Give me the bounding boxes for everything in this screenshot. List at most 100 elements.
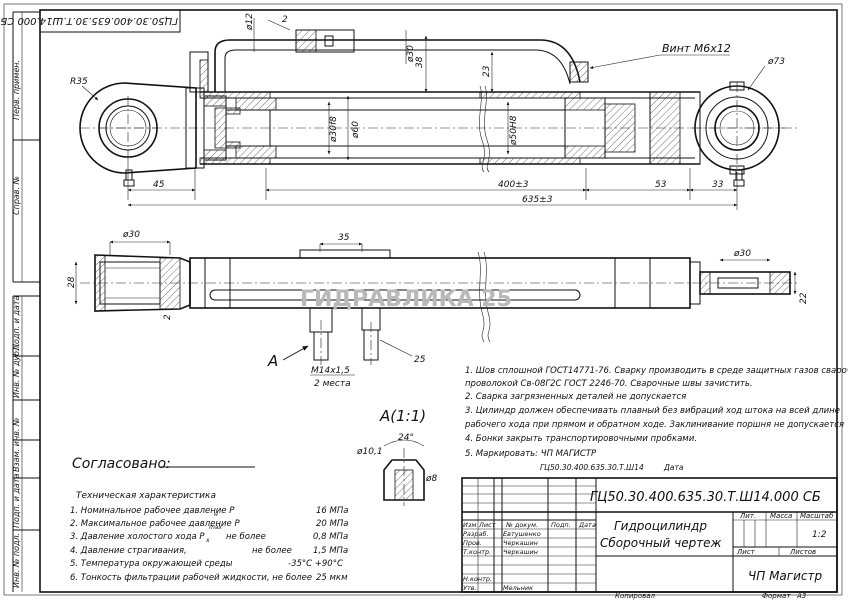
spec-value: 1,5 МПа [313, 546, 348, 556]
margin-label-6: Инв. № подл. [12, 533, 21, 588]
front-dimensions: ø30 28 35 2 ø30 22 25 А М14х1,5 2 места [67, 230, 809, 389]
marking-date: Дата [663, 463, 684, 472]
technical-notes: 1. Шов сплошной ГОСТ14771-76. Сварку про… [464, 366, 848, 472]
dim-d60: ø60 [351, 121, 361, 139]
role-name-0: Евтушенко [503, 530, 541, 538]
dim-25: 25 [414, 355, 426, 365]
dim-angle24: 24° [398, 433, 414, 443]
role-name-1: Черкашин [503, 539, 538, 547]
dim-28: 28 [67, 276, 77, 288]
note-2: 2. Сварка загрязненных деталей не допуск… [465, 392, 686, 402]
col-doc: № докум. [505, 521, 538, 529]
dim-d50h8: ø50Н8 [509, 115, 519, 146]
spec-sub: max [209, 524, 223, 531]
col-izm: Изм [463, 521, 476, 529]
role-5: Утв. [463, 584, 477, 592]
dim-33: 33 [712, 180, 724, 190]
spec-row: 1. Номинальное рабочее давление Р н 16 М… [70, 506, 348, 518]
dim-d12: ø12 [245, 13, 255, 31]
margin-label-2: Подп. и дата [12, 295, 21, 350]
spec-sub: х [205, 537, 210, 544]
dim-2-top: 2 [282, 15, 288, 25]
port-label: М14х1,5 [311, 366, 350, 376]
note-4: рабочего хода при прямом и обратном ходе… [464, 420, 844, 430]
copied-label: Копировал [615, 592, 656, 600]
sheets-label: Листов [789, 548, 816, 556]
spec-row: 6. Тонкость фильтрации рабочей жидкости,… [70, 573, 348, 583]
spec-label: 4. Давление страгивания, [70, 546, 187, 556]
spec-label: 6. Тонкость фильтрации рабочей жидкости,… [70, 573, 312, 583]
dim-35: 35 [338, 233, 350, 243]
spec-row: 3. Давление холостого хода Р х не более … [70, 532, 348, 544]
role-4: Н.контр. [463, 575, 492, 583]
watermark: ГИДРАВЛИКА 25 [300, 287, 512, 312]
spec-label: 2. Максимальное рабочее давление Р [70, 519, 240, 529]
screw-label: Винт М6х12 [662, 42, 731, 55]
dim-r35: R35 [70, 77, 88, 87]
spec-value: -35°С +90°С [288, 559, 343, 569]
dim-d30-left: ø30 [122, 230, 140, 240]
designation: ГЦ50.30.400.635.30.Т.Ш14.000 СБ [590, 490, 821, 505]
note-0: 1. Шов сплошной ГОСТ14771-76. Сварку про… [465, 366, 848, 376]
port-count: 2 места [314, 379, 351, 389]
left-margin-strip: Перв. примен. Справ. № Подп. и дата Инв.… [12, 11, 40, 592]
col-list: Лист [478, 521, 496, 529]
section-label: А(1:1) [379, 407, 426, 425]
marking-code: ГЦ50.30.400.635.30.Т.Ш14 [540, 463, 644, 472]
rotated-designation: ГЦ50.30.400.635.30.Т.Ш14.000 СБ [0, 15, 178, 26]
margin-label-3: Инв. № дубл. [12, 343, 21, 398]
dim-38: 38 [415, 56, 425, 68]
spec-mid: не более [226, 532, 266, 542]
sheet-label: Лист [736, 548, 756, 556]
dim-d10: ø10,1 [356, 447, 383, 457]
dim-23: 23 [482, 65, 492, 77]
spec-row: 5. Температура окружающей среды -35°С +9… [70, 559, 343, 569]
company: ЧП Магистр [748, 569, 822, 583]
spec-label: 1. Номинальное рабочее давление Р [70, 506, 235, 516]
dim-d30-top: ø30 [406, 45, 416, 63]
spec-label: 3. Давление холостого хода Р [70, 532, 205, 542]
dim-22: 22 [799, 292, 809, 304]
dim-d8: ø8 [425, 474, 438, 484]
approval-block: Согласовано: [72, 456, 255, 472]
detail-a: А(1:1) 24° ø10,1 ø8 [356, 407, 438, 506]
spec-value: 20 МПа [316, 519, 348, 529]
name-line1: Гидроцилиндр [614, 519, 707, 533]
dim-53: 53 [655, 180, 667, 190]
format-label: Формат [762, 592, 791, 600]
dim-635: 635±3 [522, 195, 553, 205]
role-2: Т.контр. [463, 548, 491, 556]
margin-label-1: Справ. № [12, 176, 21, 215]
dim-d30-right: ø30 [733, 249, 751, 259]
spec-row: 2. Максимальное рабочее давление Р max 2… [70, 519, 348, 531]
scale-label: Масштаб [800, 512, 834, 520]
spec-mid: не более [252, 546, 292, 556]
role-1: Пров. [463, 539, 482, 547]
col-sign: Подп. [551, 521, 571, 529]
spec-value: 16 МПа [316, 506, 348, 516]
dim-d73: ø73 [767, 57, 785, 67]
dim-45: 45 [153, 180, 165, 190]
dim-d30f8: ø30f8 [329, 116, 339, 143]
name-line2: Сборочный чертеж [600, 536, 722, 550]
rotated-designation-box: ГЦ50.30.400.635.30.Т.Ш14.000 СБ [0, 9, 181, 33]
spec-label: 5. Температура окружающей среды [70, 559, 233, 569]
spec-row: 4. Давление страгивания, не более 1,5 МП… [70, 546, 348, 556]
approval-label: Согласовано: [72, 456, 171, 472]
view-label: А [267, 352, 278, 370]
role-name-5: Мельник [503, 584, 533, 592]
margin-label-4: Взам. инв. № [12, 418, 21, 472]
specs-block: Техническая характеристика 1. Номинально… [70, 491, 348, 583]
cylinder-section-view [79, 29, 800, 187]
dim-400: 400±3 [498, 180, 529, 190]
specs-title: Техническая характеристика [76, 491, 216, 501]
note-1: проволокой Св-08Г2С ГОСТ 2246-70. Свароч… [465, 379, 753, 389]
note-6: 5. Маркировать: ЧП МАГИСТР [465, 449, 597, 459]
margin-label-5: Подп. и дата [12, 473, 21, 528]
role-name-2: Черкашин [503, 548, 538, 556]
scale-value: 1:2 [812, 530, 827, 540]
mass-label: Масса [770, 512, 792, 520]
dim-2-mid: 2 [163, 314, 173, 320]
